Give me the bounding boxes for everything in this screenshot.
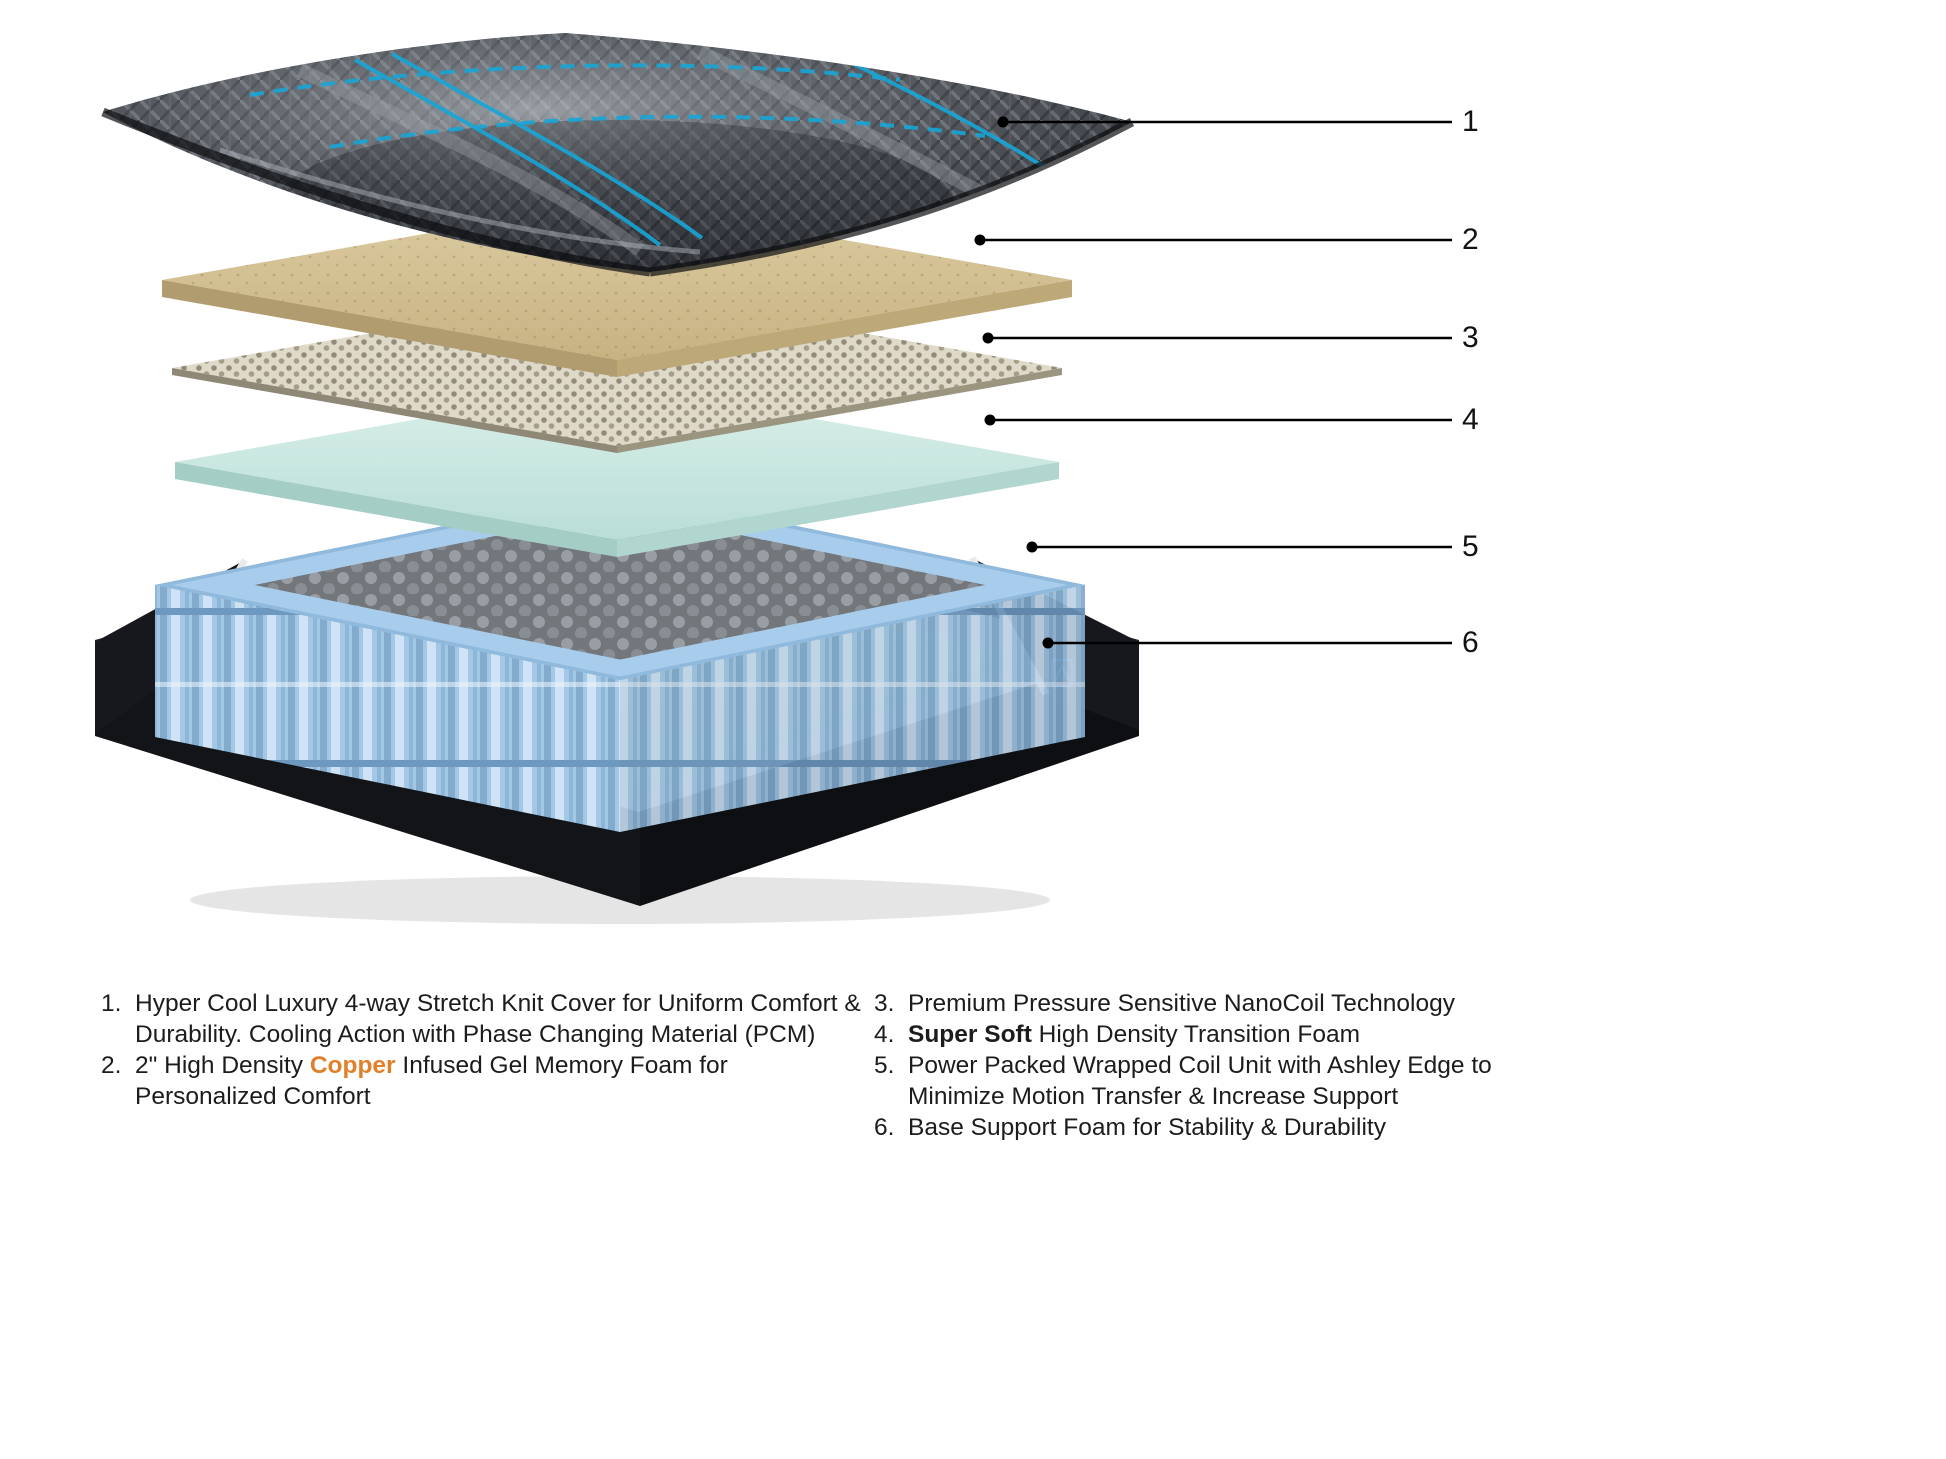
legend-left-column: 1. Hyper Cool Luxury 4-way Stretch Knit … bbox=[101, 988, 871, 1112]
callout-number-2: 2 bbox=[1462, 223, 1479, 256]
legend-item-number: 6. bbox=[874, 1114, 895, 1141]
legend-item-3: 3. Premium Pressure Sensitive NanoCoil T… bbox=[874, 988, 1514, 1019]
legend-text-segment: Hyper Cool Luxury 4-way Stretch Knit Cov… bbox=[135, 990, 861, 1048]
ground-shadow bbox=[190, 876, 1050, 924]
legend-text-segment: High Density Transition Foam bbox=[1031, 1021, 1361, 1048]
callout-dots bbox=[974, 116, 1054, 649]
legend-text-segment: Base Support Foam for Stability & Durabi… bbox=[908, 1114, 1386, 1141]
mattress-exploded-illustration bbox=[95, 33, 1452, 924]
legend-right-column: 3. Premium Pressure Sensitive NanoCoil T… bbox=[874, 988, 1514, 1143]
legend: 1. Hyper Cool Luxury 4-way Stretch Knit … bbox=[0, 988, 1946, 1188]
callout-number-6: 6 bbox=[1462, 626, 1479, 659]
legend-text-segment: Premium Pressure Sensitive NanoCoil Tech… bbox=[908, 990, 1455, 1017]
legend-item-2: 2. 2" High Density Copper Infused Gel Me… bbox=[101, 1050, 871, 1112]
callout-dot-4 bbox=[984, 414, 996, 426]
legend-item-5: 5. Power Packed Wrapped Coil Unit with A… bbox=[874, 1050, 1514, 1112]
legend-item-number: 1. bbox=[101, 990, 122, 1017]
callout-dot-2 bbox=[974, 234, 986, 246]
bold-highlight: Super Soft bbox=[908, 1021, 1032, 1048]
legend-item-number: 4. bbox=[874, 1021, 895, 1048]
callout-number-4: 4 bbox=[1462, 403, 1479, 436]
legend-item-6: 6. Base Support Foam for Stability & Dur… bbox=[874, 1112, 1514, 1143]
callout-dot-1 bbox=[997, 116, 1009, 128]
layer-memory-foam bbox=[162, 200, 1072, 377]
callout-number-5: 5 bbox=[1462, 530, 1479, 563]
callout-number-1: 1 bbox=[1462, 105, 1479, 138]
callout-dot-6 bbox=[1042, 637, 1054, 649]
legend-item-number: 3. bbox=[874, 990, 895, 1017]
legend-text-segment: Infused Gel Memory Foam for Personalized… bbox=[135, 1052, 728, 1110]
callout-dot-5 bbox=[1026, 541, 1038, 553]
copper-highlight: Copper bbox=[309, 1052, 396, 1079]
legend-item-text: Hyper Cool Luxury 4-way Stretch Knit Cov… bbox=[135, 988, 863, 1050]
callout-number-3: 3 bbox=[1462, 321, 1479, 354]
legend-item-text: Base Support Foam for Stability & Durabi… bbox=[908, 1112, 1386, 1143]
legend-item-1: 1. Hyper Cool Luxury 4-way Stretch Knit … bbox=[101, 988, 871, 1050]
legend-item-text: Power Packed Wrapped Coil Unit with Ashl… bbox=[908, 1050, 1514, 1112]
legend-item-number: 2. bbox=[101, 1052, 122, 1079]
legend-text-segment: 2" High Density bbox=[135, 1052, 310, 1079]
legend-text-segment: Power Packed Wrapped Coil Unit with Ashl… bbox=[908, 1052, 1492, 1110]
legend-item-text: Super Soft High Density Transition Foam bbox=[908, 1019, 1360, 1050]
layer-transition-foam bbox=[175, 384, 1059, 557]
legend-item-number: 5. bbox=[874, 1052, 895, 1079]
callout-lines bbox=[980, 120, 1452, 645]
callout-dot-3 bbox=[982, 332, 994, 344]
legend-item-4: 4. Super Soft High Density Transition Fo… bbox=[874, 1019, 1514, 1050]
legend-item-text: 2" High Density Copper Infused Gel Memor… bbox=[135, 1050, 743, 1112]
layer-knit-cover bbox=[101, 33, 1135, 277]
legend-item-text: Premium Pressure Sensitive NanoCoil Tech… bbox=[908, 988, 1455, 1019]
